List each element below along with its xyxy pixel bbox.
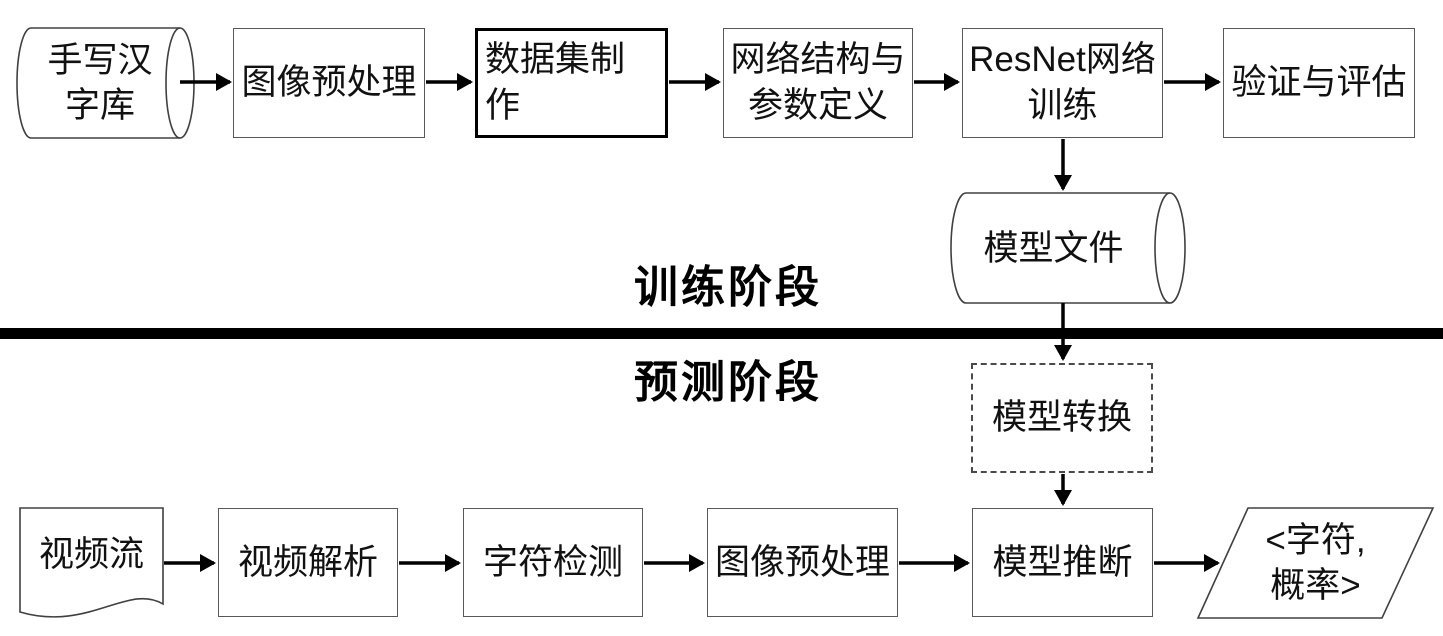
resnet-train-box: ResNet网络 训练 bbox=[962, 28, 1163, 138]
image-preprocess2-box: 图像预处理 bbox=[707, 508, 898, 617]
resnet-train-label-line2: 训练 bbox=[1027, 86, 1098, 125]
resnet-train-label-line1: ResNet网络 bbox=[969, 40, 1156, 79]
video-parse-box: 视频解析 bbox=[218, 508, 398, 617]
model-file-cylinder-cap bbox=[1154, 192, 1171, 304]
dataset-build-label-line2: 作 bbox=[485, 86, 521, 125]
evaluate-label: 验证与评估 bbox=[1231, 63, 1407, 102]
model-infer-label: 模型推断 bbox=[992, 542, 1133, 582]
char-detect-label: 字符检测 bbox=[482, 542, 623, 582]
training-phase-label: 训练阶段 bbox=[634, 262, 822, 313]
model-convert-label: 模型转换 bbox=[991, 398, 1132, 437]
model-infer-box: 模型推断 bbox=[972, 508, 1153, 617]
source-db-cylinder-cap bbox=[165, 27, 181, 139]
char-detect-box: 字符检测 bbox=[463, 508, 643, 617]
source-db-cylinder bbox=[16, 27, 195, 139]
dataset-build-label-line1: 数据集制 bbox=[485, 40, 626, 79]
output-parallelogram bbox=[1196, 507, 1435, 619]
prediction-phase-label: 预测阶段 bbox=[634, 357, 822, 408]
image-preprocess-label: 图像预处理 bbox=[241, 63, 417, 102]
evaluate-box: 验证与评估 bbox=[1223, 28, 1415, 138]
model-file-cylinder bbox=[950, 192, 1186, 304]
network-define-label-line2: 参数定义 bbox=[747, 86, 888, 125]
model-convert-box: 模型转换 bbox=[971, 363, 1153, 473]
network-define-label-line1: 网络结构与 bbox=[730, 40, 906, 79]
video-stream-document bbox=[19, 507, 164, 618]
network-define-box: 网络结构与 参数定义 bbox=[723, 28, 913, 138]
video-parse-label: 视频解析 bbox=[237, 542, 378, 582]
image-preprocess2-label: 图像预处理 bbox=[714, 542, 890, 582]
phase-divider-line bbox=[0, 328, 1443, 339]
image-preprocess-box: 图像预处理 bbox=[233, 28, 425, 138]
dataset-build-box: 数据集制 作 bbox=[475, 28, 668, 138]
